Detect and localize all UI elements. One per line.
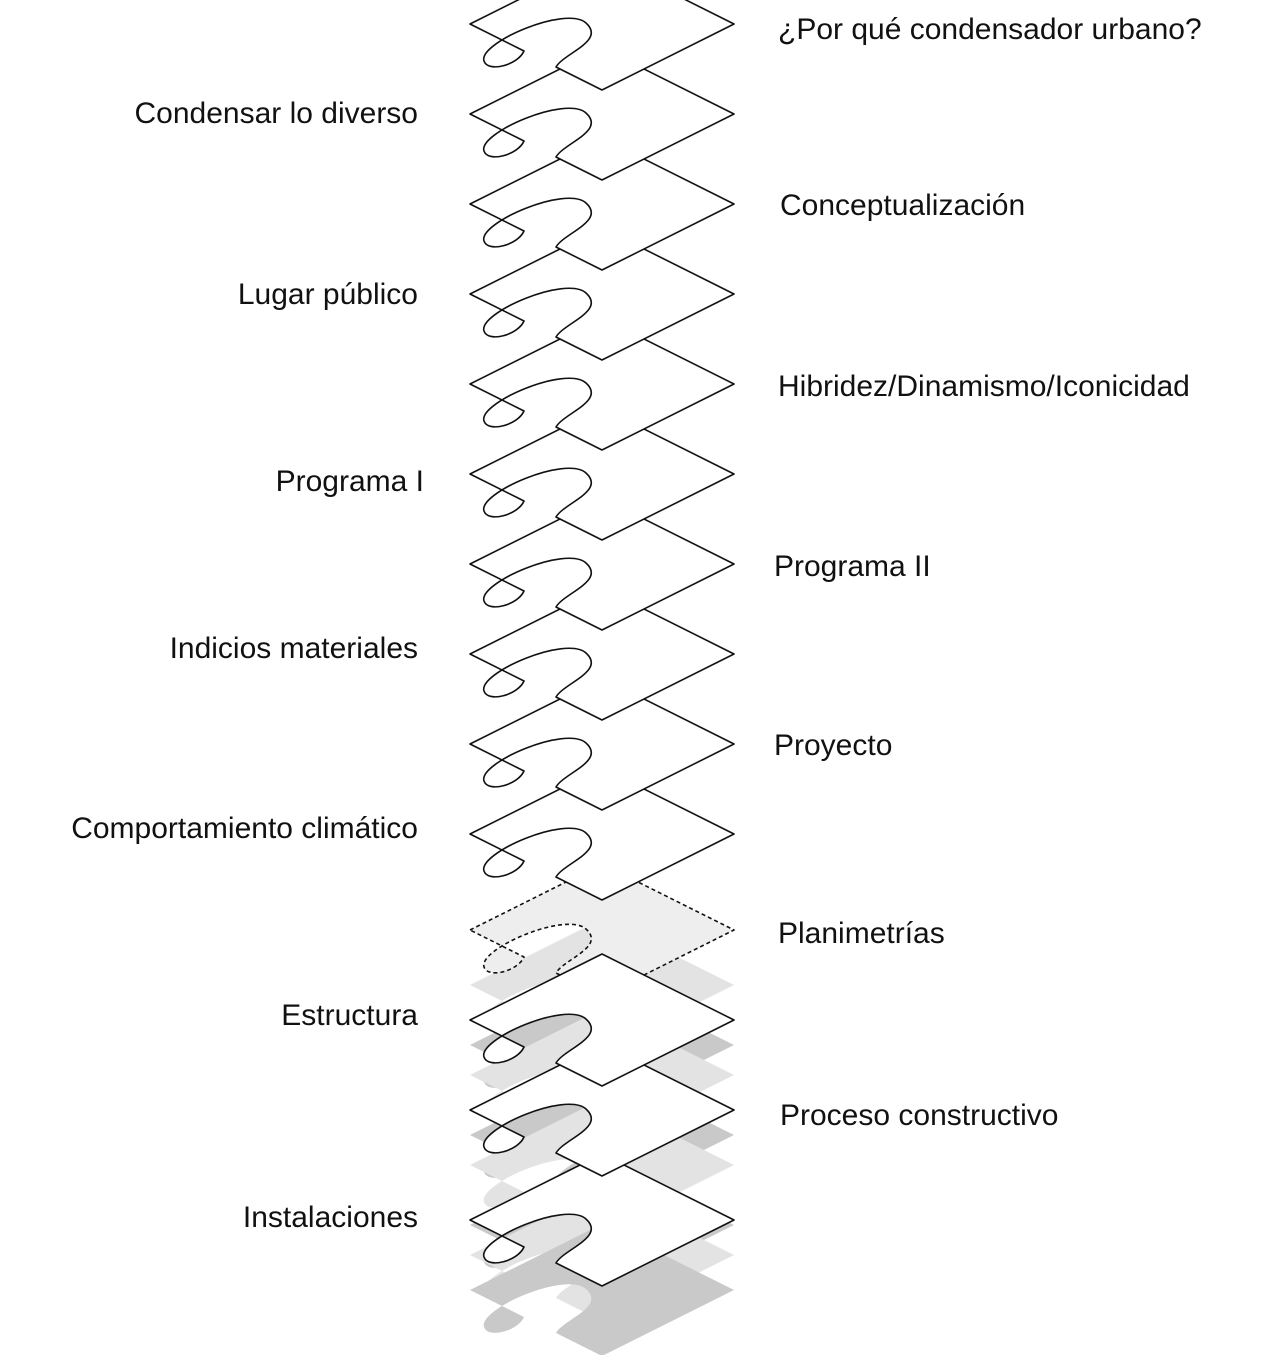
puzzle-piece bbox=[469, 1043, 735, 1177]
label-hibridez-dinamismo-iconicidad: Hibridez/Dinamismo/Iconicidad bbox=[778, 370, 1190, 403]
label-comportamiento-climatico: Comportamiento climático bbox=[71, 812, 418, 845]
label-por-que-condensador-urbano: ¿Por qué condensador urbano? bbox=[778, 13, 1202, 46]
label-condensar-lo-diverso: Condensar lo diverso bbox=[134, 97, 419, 130]
label-proyecto: Proyecto bbox=[774, 729, 893, 762]
active-pieces bbox=[469, 0, 735, 1287]
puzzle-piece bbox=[469, 677, 735, 811]
label-instalaciones: Instalaciones bbox=[242, 1201, 418, 1234]
puzzle-piece bbox=[469, 1153, 735, 1287]
label-programa-i: Programa I bbox=[275, 465, 424, 498]
puzzle-piece bbox=[469, 767, 735, 901]
dashed-puzzle-piece bbox=[469, 863, 735, 997]
puzzle-piece bbox=[469, 587, 735, 721]
ghost-puzzle-piece bbox=[470, 1224, 734, 1355]
label-proceso-constructivo: Proceso constructivo bbox=[780, 1099, 1059, 1132]
puzzle-piece bbox=[469, 0, 735, 91]
label-planimetrias: Planimetrías bbox=[778, 917, 945, 950]
puzzle-piece bbox=[469, 47, 735, 181]
dashed-piece bbox=[469, 863, 735, 997]
puzzle-piece bbox=[469, 227, 735, 361]
puzzle-piece bbox=[469, 137, 735, 271]
puzzle-piece bbox=[469, 497, 735, 631]
puzzle-piece bbox=[469, 953, 735, 1087]
puzzle-piece bbox=[469, 407, 735, 541]
label-estructura: Estructura bbox=[281, 999, 418, 1032]
label-lugar-publico: Lugar público bbox=[237, 278, 418, 311]
label-conceptualizacion: Conceptualización bbox=[780, 189, 1026, 222]
label-indicios-materiales: Indicios materiales bbox=[169, 632, 418, 665]
label-programa-ii: Programa II bbox=[774, 550, 931, 583]
puzzle-piece bbox=[469, 317, 735, 451]
